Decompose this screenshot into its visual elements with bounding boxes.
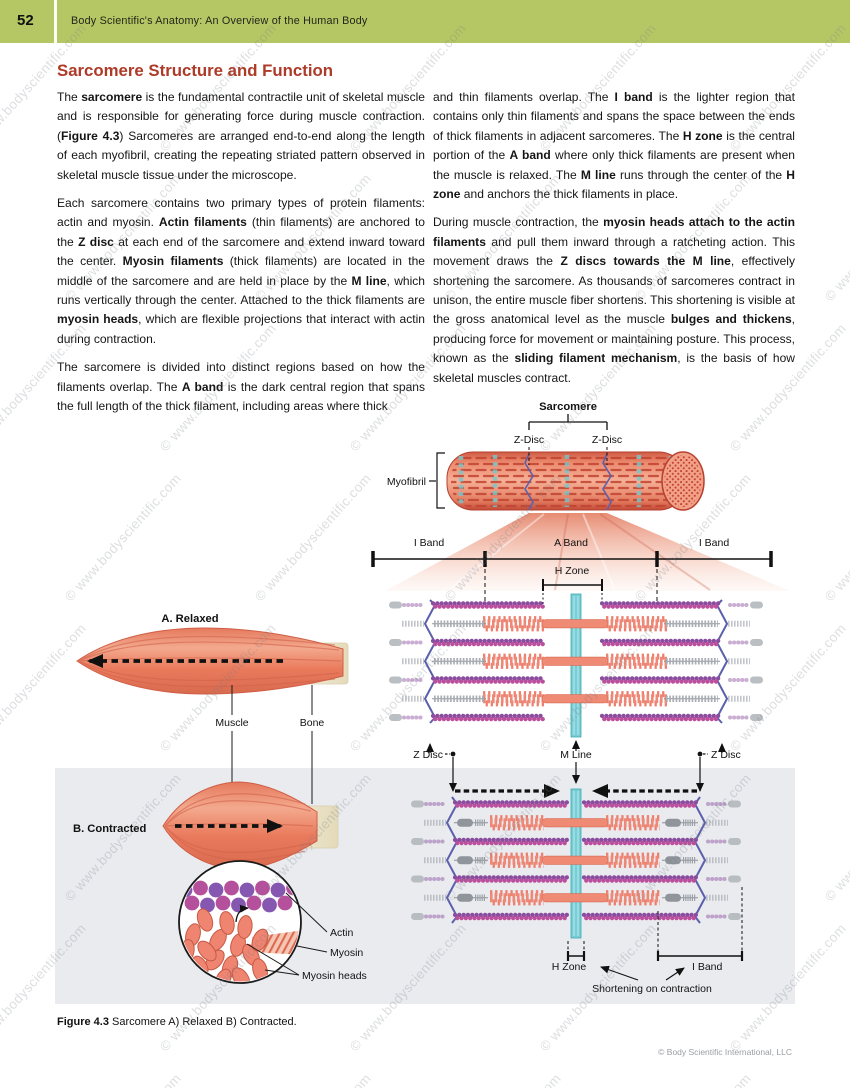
z-disc-right-label: Z Disc [711, 749, 741, 761]
paragraph: and thin filaments overlap. The I band i… [433, 90, 795, 202]
middle-labels [426, 740, 726, 792]
pivot-arrow [235, 904, 249, 923]
muscle-label: Muscle [215, 717, 248, 729]
left-column: The sarcomere is the fundamental contrac… [57, 88, 425, 426]
myosin-label: Myosin [330, 947, 363, 959]
paragraph: During muscle contraction, the myosin he… [433, 215, 796, 385]
paragraph: The sarcomere is divided into distinct r… [57, 360, 425, 414]
contracted-sarcomere-diagram [411, 788, 741, 939]
sarcomere-bracket [528, 414, 608, 430]
myofibril-label: Myofibril [387, 476, 426, 488]
z-disc-top-left-label: Z-Disc [514, 434, 544, 446]
watermark-text: © www.bodyscientific.com [62, 1071, 184, 1088]
band-scale [371, 551, 773, 602]
paragraph: Each sarcomere contains two primary type… [57, 196, 426, 346]
copyright-notice: © Body Scientific International, LLC [658, 1047, 792, 1057]
myofibril-cylinder [446, 451, 705, 511]
actin-label: Actin [330, 927, 354, 939]
a-relaxed-label: A. Relaxed [161, 613, 218, 625]
h-zone-label: H Zone [555, 565, 590, 577]
watermark-text: © www.bodyscientific.com [252, 1071, 374, 1088]
bottom-markers [566, 887, 744, 981]
page-header-bar: 52 Body Scientific's Anatomy: An Overvie… [0, 0, 850, 43]
muscle-bone-leaders [231, 685, 313, 804]
right-column: and thin filaments overlap. The I band i… [433, 88, 795, 397]
h-zone-bracket [542, 579, 603, 605]
section-heading: Sarcomere Structure and Function [57, 61, 334, 80]
b-contracted-label: B. Contracted [73, 823, 147, 835]
watermark-text: © www.bodyscientific.com [821, 770, 850, 905]
cylinder-z-disc-lines [524, 453, 612, 511]
shortening-label: Shortening on contraction [592, 983, 712, 995]
a-band-label: A Band [554, 537, 588, 549]
bone-label: Bone [300, 717, 325, 729]
figure-4-3: Myofibril Sarcomere Z-Disc Z-Disc I Band… [55, 395, 800, 1013]
zoom-fan [385, 513, 790, 591]
page-number: 52 [17, 12, 34, 29]
sarcomere-figure-svg: Myofibril Sarcomere Z-Disc Z-Disc I Band… [55, 401, 795, 1004]
i-band-right-label: I Band [699, 537, 730, 549]
m-line-label: M Line [560, 749, 592, 761]
watermark-text: © www.bodyscientific.com [442, 1071, 564, 1088]
h-zone-bottom-label: H Zone [552, 961, 587, 973]
myofibril-label-group [429, 452, 445, 509]
crossbridge-inset-circle [178, 860, 328, 984]
header-divider [54, 0, 57, 43]
sarcomere-label: Sarcomere [539, 401, 597, 413]
watermark-text: © www.bodyscientific.com [632, 1071, 754, 1088]
watermark-text: © www.bodyscientific.com [821, 470, 850, 605]
relaxed-sarcomere-diagram [389, 593, 763, 738]
inset-leader-lines [246, 892, 328, 976]
figure-caption: Figure 4.3 Sarcomere A) Relaxed B) Contr… [57, 1016, 297, 1028]
myosin-heads-label: Myosin heads [302, 970, 367, 982]
z-disc-top-right-label: Z-Disc [592, 434, 622, 446]
watermark-text: © www.bodyscientific.com [822, 1071, 850, 1088]
i-band-left-label: I Band [414, 537, 445, 549]
i-band-bottom-label: I Band [692, 961, 723, 973]
paragraph: The sarcomere is the fundamental contrac… [57, 90, 425, 182]
muscle-relaxed-illustration [76, 627, 349, 695]
watermark-text: © www.bodyscientific.com [821, 170, 850, 305]
z-disc-left-label: Z Disc [413, 749, 443, 761]
book-title: Body Scientific's Anatomy: An Overview o… [71, 15, 368, 27]
